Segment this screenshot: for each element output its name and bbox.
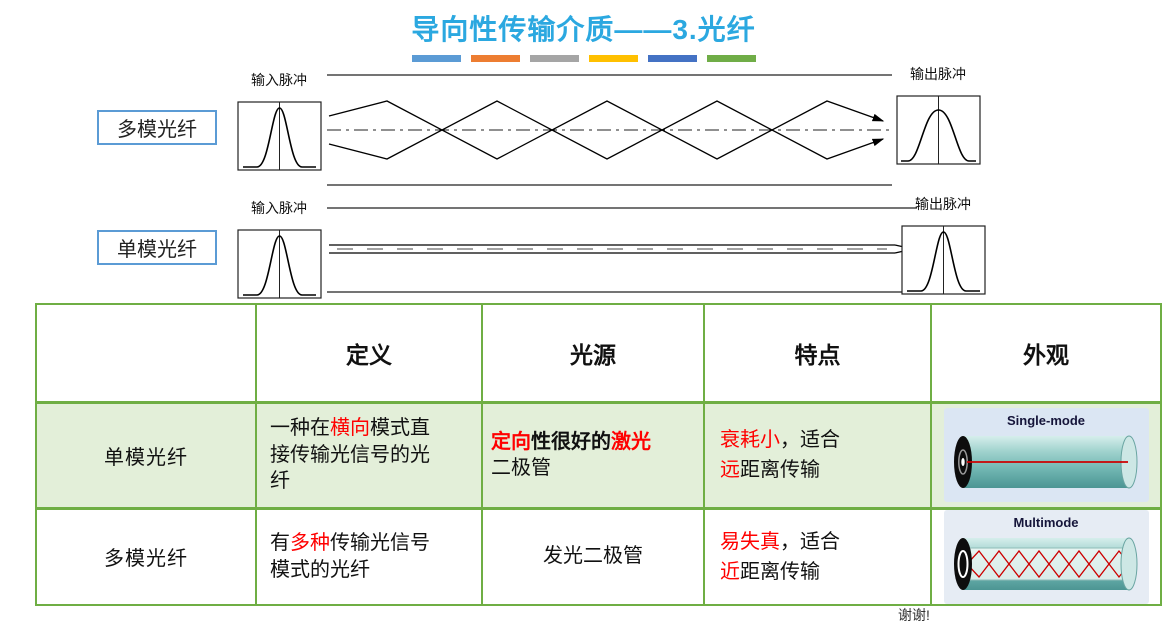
table-row-multimode: 多模光纤 有多种传输光信号模式的光纤 发光二极管 易失真，适合 近距离传输 Mu… — [35, 507, 1162, 606]
underline-dash — [411, 55, 461, 62]
title-underline — [411, 55, 756, 62]
underline-dash — [588, 55, 638, 62]
input-pulse-graph-narrow — [236, 101, 322, 171]
singlemode-definition-cell: 一种在横向模式直接传输光信号的光纤 — [255, 400, 483, 510]
footer-note: 谢谢! — [898, 607, 930, 623]
light-source-text: 二极管 — [491, 457, 551, 479]
underline-dash — [529, 55, 579, 62]
multimode-cylinder-graphic — [954, 537, 1138, 590]
column-header-definition: 定义 — [255, 303, 483, 403]
light-source-text: 发光二极管 — [543, 545, 643, 568]
output-pulse-graph-wide — [895, 95, 981, 165]
features-highlight: 远 — [720, 459, 740, 481]
column-header-light-source: 光源 — [481, 303, 705, 403]
table-row-singlemode: 单模光纤 一种在横向模式直接传输光信号的光纤 定向性很好的激光 二极管 衰耗小，… — [35, 400, 1162, 510]
features-highlight: 衰耗小 — [720, 429, 780, 451]
definition-text: 模式直接传输光信号的光纤 — [270, 417, 430, 493]
multimode-diagram-label-text: 多模光纤 — [117, 119, 197, 141]
single-mode-fiber-image: Single-mode — [943, 408, 1149, 502]
light-source-highlight: 激光 — [611, 430, 651, 453]
multimode-fiber-diagram — [327, 74, 892, 186]
singlemode-fiber-diagram — [327, 207, 917, 293]
definition-text: 一种在 — [270, 417, 330, 440]
definition-text: 有 — [270, 532, 290, 555]
column-header-features: 特点 — [703, 303, 932, 403]
input-pulse-label: 输入脉冲 — [251, 72, 307, 88]
singlemode-features-cell: 衰耗小，适合 远距离传输 — [703, 400, 932, 510]
underline-dash — [470, 55, 520, 62]
singlemode-appearance-cell: Single-mode — [930, 400, 1162, 510]
single-mode-image-label: Single-mode — [1006, 413, 1085, 428]
row-name-multimode: 多模光纤 — [35, 507, 257, 606]
output-pulse-graph-narrow — [900, 225, 986, 295]
singlemode-light-source-cell: 定向性很好的激光 二极管 — [481, 400, 705, 510]
output-pulse-label: 输出脉冲 — [910, 66, 966, 82]
multimode-light-source-cell: 发光二极管 — [481, 507, 705, 606]
singlemode-diagram-label: 单模光纤 — [97, 230, 217, 265]
features-highlight: 近 — [720, 560, 740, 583]
features-text: ，适合 — [780, 530, 840, 553]
multimode-definition-cell: 有多种传输光信号模式的光纤 — [255, 507, 483, 606]
definition-text: 传输光信号模式的光纤 — [270, 532, 430, 581]
singlemode-input-pulse: 输入脉冲 — [234, 200, 324, 300]
page-title: 导向性传输介质——3.光纤 — [411, 14, 756, 45]
singlemode-diagram-label-text: 单模光纤 — [117, 239, 197, 261]
input-pulse-label: 输入脉冲 — [251, 200, 307, 216]
multimode-appearance-cell: Multimode — [930, 507, 1162, 606]
multimode-input-pulse: 输入脉冲 — [234, 72, 324, 172]
fiber-comparison-table: 定义 光源 特点 外观 单模光纤 一种在横向模式直接传输光信号的光纤 定向性很好… — [35, 303, 1162, 606]
table-header-row: 定义 光源 特点 外观 — [35, 303, 1162, 403]
single-mode-cylinder-graphic — [954, 435, 1138, 489]
light-source-text: 性很好的 — [531, 430, 611, 453]
features-text: 距离传输 — [740, 459, 820, 481]
singlemode-output-pulse: 输出脉冲 — [898, 196, 988, 296]
column-header-empty — [35, 303, 257, 403]
light-source-highlight: 定向 — [491, 430, 531, 453]
row-name-singlemode: 单模光纤 — [35, 400, 257, 510]
features-text: ，适合 — [780, 429, 840, 451]
underline-dash — [706, 55, 756, 62]
input-pulse-graph-narrow — [236, 229, 322, 299]
column-header-appearance: 外观 — [930, 303, 1162, 403]
multimode-image-label: Multimode — [1013, 514, 1079, 530]
multimode-fiber-image: Multimode — [943, 509, 1149, 604]
underline-dash — [647, 55, 697, 62]
multimode-diagram-label: 多模光纤 — [97, 110, 217, 145]
output-pulse-label: 输出脉冲 — [915, 196, 971, 212]
definition-text-highlight: 横向 — [330, 417, 370, 440]
definition-text-highlight: 多种 — [290, 532, 330, 555]
multimode-output-pulse: 输出脉冲 — [893, 66, 983, 166]
features-text: 距离传输 — [740, 560, 820, 583]
multimode-features-cell: 易失真，适合 近距离传输 — [703, 507, 932, 606]
features-highlight: 易失真 — [720, 530, 780, 553]
